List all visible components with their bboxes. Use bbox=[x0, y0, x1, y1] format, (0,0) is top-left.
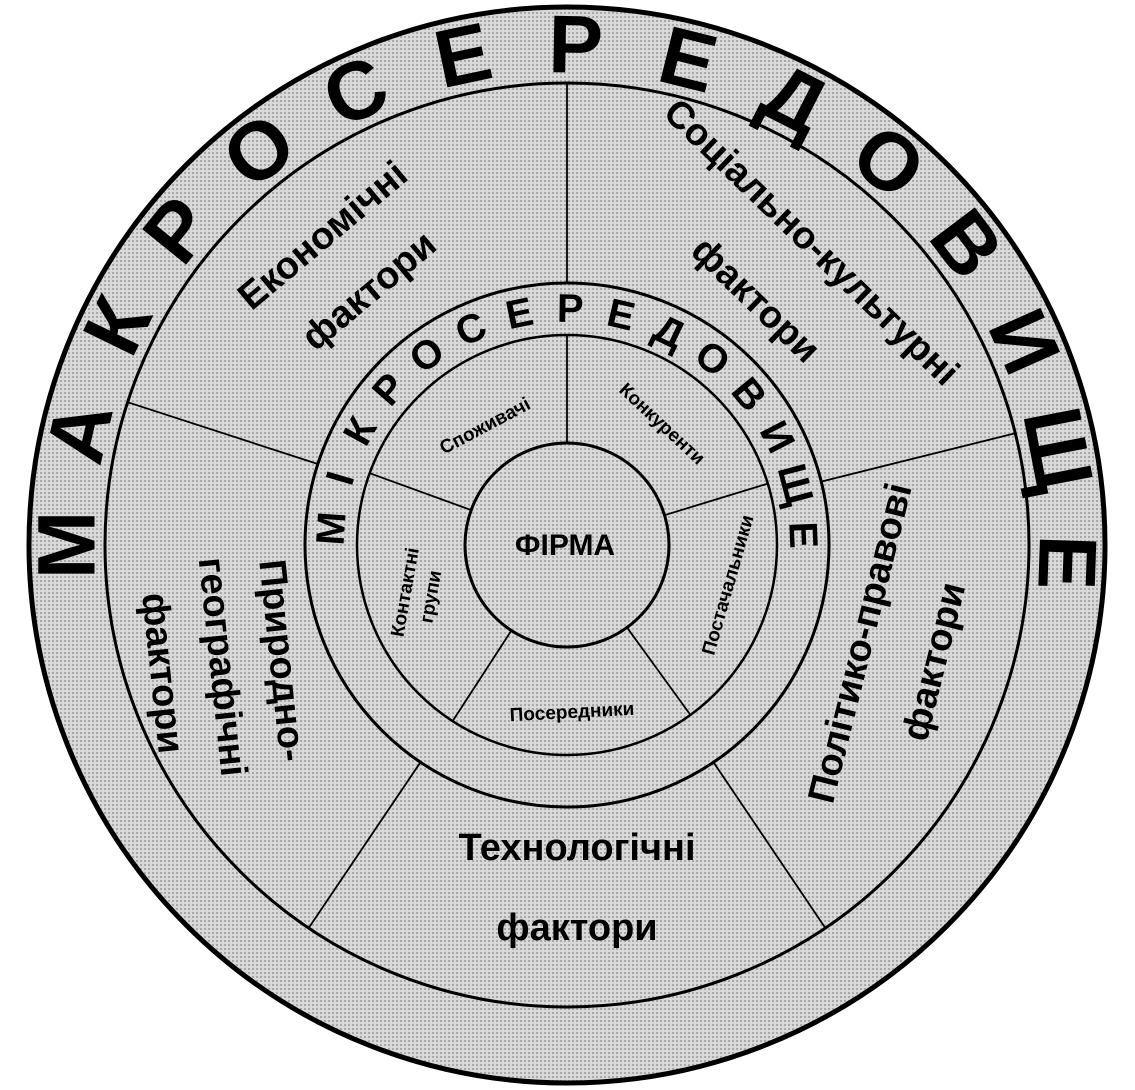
micro-dividers bbox=[369, 335, 769, 722]
ring-letter: Р bbox=[548, 0, 604, 91]
sector-divider bbox=[127, 401, 319, 465]
macro-factor-line: Технологічні bbox=[458, 827, 695, 869]
sector-divider bbox=[307, 761, 422, 929]
ring-letter: Р bbox=[557, 287, 584, 331]
sector-divider bbox=[664, 482, 769, 517]
ring-letter: Е bbox=[780, 521, 825, 550]
macro-dividers bbox=[127, 83, 1016, 929]
sector-divider bbox=[820, 432, 1016, 483]
sector-divider bbox=[626, 626, 692, 716]
ring-letter: Е bbox=[1020, 533, 1113, 591]
core-circle bbox=[463, 441, 671, 649]
macro-factor-technological: Технологічні фактори bbox=[458, 827, 695, 949]
core-label: ФІРМА bbox=[515, 529, 615, 562]
ring-letter: Щ bbox=[1005, 400, 1110, 499]
macro-ring bbox=[26, 4, 1108, 1086]
sector-divider bbox=[451, 630, 513, 722]
macro-factor-line: фактори bbox=[496, 907, 657, 949]
ring-letter: М bbox=[308, 510, 354, 546]
sector-divider bbox=[369, 472, 472, 511]
micro-ring bbox=[303, 281, 831, 809]
ring-letter: М bbox=[22, 511, 113, 579]
sector-divider bbox=[712, 761, 827, 929]
